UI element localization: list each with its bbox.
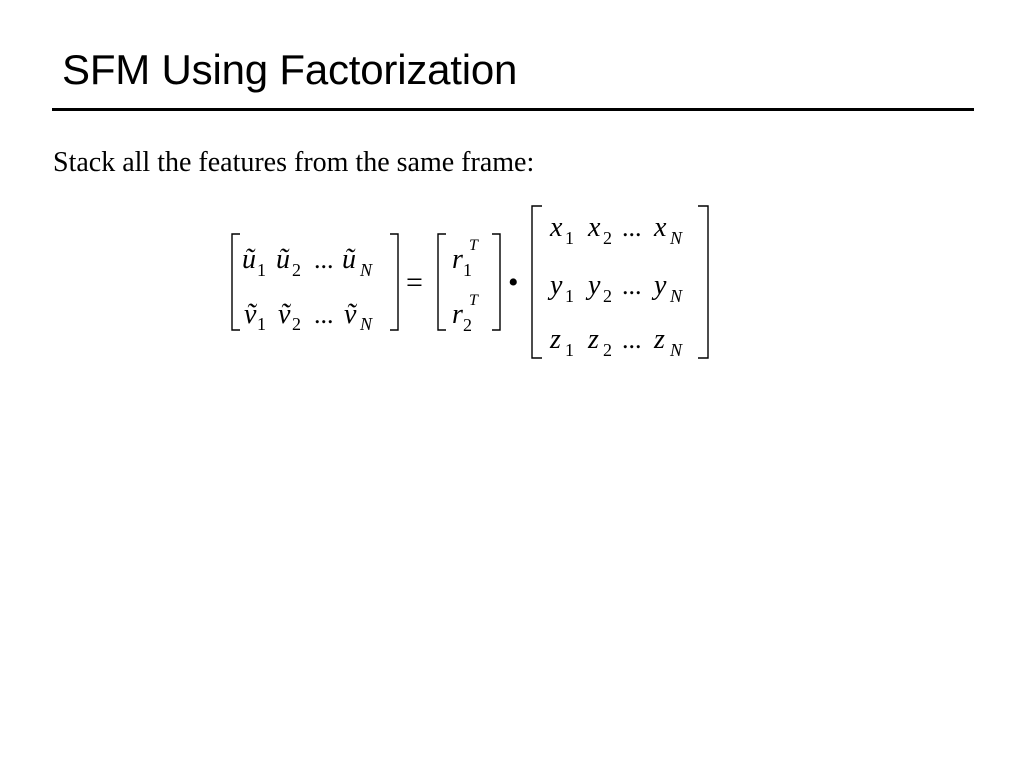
factorization-equation: ũ 1 ũ 2 ... ũ N ṽ 1 ṽ 2 ... ṽ N = r T 1 … [222, 198, 722, 370]
pts-r1-c0-base: y [547, 270, 563, 301]
lhs-matrix: ũ 1 ũ 2 ... ũ N ṽ 1 ṽ 2 ... ṽ N [231, 233, 399, 334]
lhs-r1-c3-base: ṽ [344, 299, 358, 330]
rot-left-bracket [437, 233, 446, 331]
pts-r2-c0-sub: 1 [565, 340, 574, 360]
rot-r1-sup: T [469, 292, 479, 309]
pts-r0-c1-base: x [587, 212, 601, 243]
pts-r1-c3-base: y [651, 270, 667, 301]
lhs-right-bracket [390, 233, 399, 331]
pts-r0-c0-sub: 1 [565, 228, 574, 248]
lhs-r0-c1-sub: 2 [292, 260, 301, 280]
points-matrix: x 1 x 2 ... x N y 1 y 2 ... y N z 1 z 2 … [531, 205, 709, 360]
lhs-r1-c0-sub: 1 [257, 314, 266, 334]
lhs-r0-c3-sub: N [359, 260, 373, 280]
lhs-r0-c2-base: ... [314, 245, 334, 274]
lhs-r0-c3-base: ũ [342, 244, 356, 275]
title-divider [52, 108, 974, 111]
lhs-r1-c1-base: ṽ [278, 299, 292, 330]
lhs-r1-c1-sub: 2 [292, 314, 301, 334]
rot-r0-sup: T [469, 237, 479, 254]
pts-r0-c3-sub: N [669, 228, 683, 248]
equation-svg: ũ 1 ũ 2 ... ũ N ṽ 1 ṽ 2 ... ṽ N = r T 1 … [231, 205, 709, 360]
rot-right-bracket [492, 233, 501, 331]
pts-r1-c2-base: ... [622, 271, 642, 300]
pts-r1-c0-sub: 1 [565, 286, 574, 306]
pts-r1-c1-base: y [585, 270, 601, 301]
pts-r2-c0-base: z [549, 324, 561, 355]
intro-text: Stack all the features from the same fra… [53, 147, 535, 178]
rot-r0-sub: 1 [463, 260, 472, 280]
pts-r0-c0-base: x [549, 212, 563, 243]
lhs-r0-c1-base: ũ [276, 244, 290, 275]
pts-r0-c1-sub: 2 [603, 228, 612, 248]
lhs-r1-c3-sub: N [359, 314, 373, 334]
pts-r0-c3-base: x [653, 212, 667, 243]
pts-r2-c1-sub: 2 [603, 340, 612, 360]
lhs-r0-c0-base: ũ [242, 244, 256, 275]
pts-r2-c2-base: ... [622, 325, 642, 354]
rot-r1-base: r [452, 299, 463, 330]
lhs-r1-c0-base: ṽ [244, 299, 258, 330]
pts-right-bracket [698, 205, 709, 359]
pts-left-bracket [531, 205, 542, 359]
pts-r2-c1-base: z [587, 324, 599, 355]
lhs-r0-c0-sub: 1 [257, 260, 266, 280]
pts-r2-c3-sub: N [669, 340, 683, 360]
pts-r2-c3-base: z [653, 324, 665, 355]
rotation-matrix: r T 1 r T 2 [437, 233, 501, 335]
pts-r1-c1-sub: 2 [603, 286, 612, 306]
pts-r1-c3-sub: N [669, 286, 683, 306]
lhs-r1-c2-base: ... [314, 300, 334, 329]
rot-r0-base: r [452, 244, 463, 275]
pts-r0-c2-base: ... [622, 213, 642, 242]
lhs-left-bracket [231, 233, 240, 331]
multiply-dot: • [508, 266, 519, 299]
equals-sign: = [406, 266, 423, 299]
rot-r1-sub: 2 [463, 315, 472, 335]
slide-title: SFM Using Factorization [62, 46, 518, 93]
